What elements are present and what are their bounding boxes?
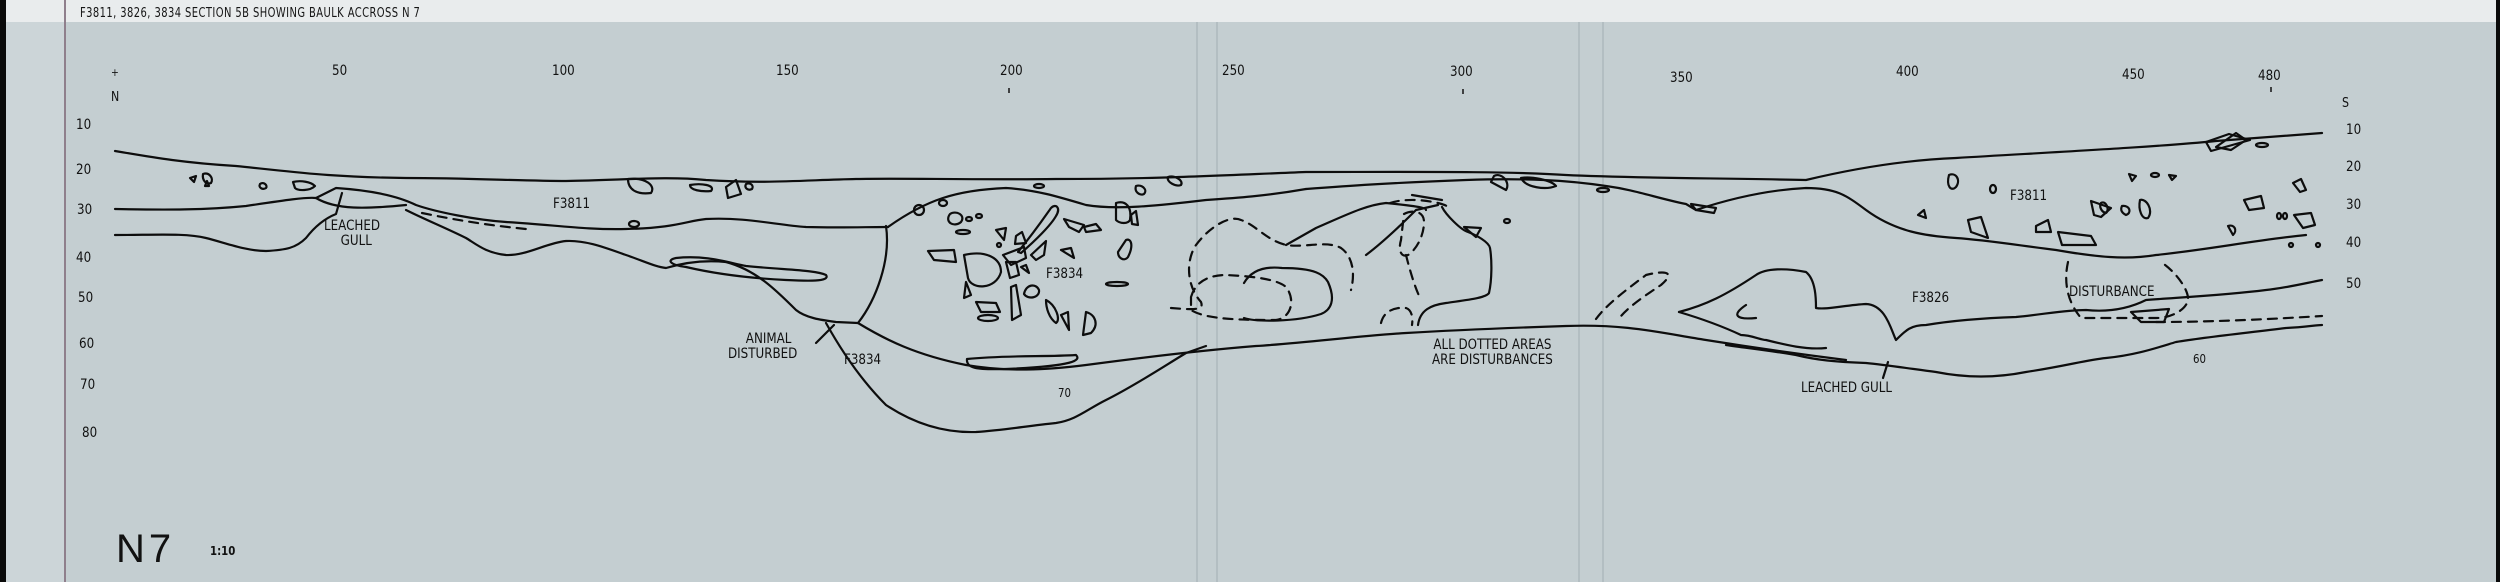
depth-label-right: 20	[2346, 159, 2362, 175]
feature-label-f3811: F3811	[2010, 188, 2048, 204]
depth-label-left: 30	[77, 202, 93, 218]
annotation-dotted-areas-note: ALL DOTTED AREAS ARE DISTURBANCES	[1432, 337, 1553, 368]
f3811-lower-boundary	[1304, 178, 2308, 259]
depth-label-left: 80	[82, 425, 98, 441]
depth-label-right: 10	[2346, 122, 2362, 138]
scale-tick-label: 150	[776, 63, 799, 79]
drawing-title: F3811, 3826, 3834 SECTION 5B SHOWING BAU…	[80, 6, 421, 21]
animal-disturbed-pointer	[814, 323, 836, 345]
feature-label-f3834: F3834	[1046, 266, 1084, 282]
depth-label-left: 50	[78, 290, 94, 306]
disturbance-outline	[2154, 314, 2324, 324]
scale-tick-label: 200	[1000, 63, 1023, 79]
right-lower-boundary	[1724, 323, 2324, 378]
disturbance-outline	[2065, 260, 2190, 320]
feature-label-f3811: F3811	[553, 196, 591, 212]
annotation-disturbance: DISTURBANCE	[2069, 284, 2155, 300]
title-strip	[6, 0, 2496, 22]
scale-ratio: 1:10	[210, 544, 236, 558]
disturbance-outline	[1379, 306, 1414, 327]
stones-f3811-left	[188, 172, 754, 229]
scale-tick-label: 350	[1670, 70, 1693, 86]
annotation-animal-disturbed: ANIMAL DISTURBED	[728, 331, 798, 362]
f3811-dashed-line	[420, 211, 528, 231]
disturbance-outline	[1594, 271, 1670, 322]
f3811-mid-line	[314, 196, 408, 209]
leached-gull-pointer	[1881, 360, 1890, 380]
contour-label: 60	[2193, 352, 2206, 366]
f3826-lower-curve	[1677, 303, 1828, 350]
depth-label-left: 40	[76, 250, 92, 266]
feature-label-f3826: F3826	[1912, 290, 1950, 306]
scale-tick-label: 250	[1222, 63, 1245, 79]
ground-surface-line	[113, 131, 2324, 183]
depth-label-left: 60	[79, 336, 95, 352]
depth-label-right: 30	[2346, 197, 2362, 213]
surface-stone	[2204, 132, 2252, 153]
disturbance-outline	[1189, 273, 1293, 322]
margin-rule	[64, 0, 66, 582]
small-stone	[1689, 202, 1718, 215]
annotation-leached-gull: LEACHED GULL	[324, 218, 381, 249]
scale-ticks	[1008, 87, 2272, 94]
small-stone	[1519, 176, 1558, 189]
scale-tick-label: 450	[2122, 67, 2145, 83]
left-lower-boundary	[113, 191, 728, 270]
disturbance-outline	[1398, 210, 1426, 257]
mid-boundary-line	[1284, 193, 1444, 257]
f3834-lower-boundary	[856, 321, 1848, 371]
f3834-cut-line	[724, 224, 888, 325]
datum-marker: +	[111, 66, 119, 79]
small-stone	[1595, 186, 1611, 194]
south-label: S	[2342, 96, 2350, 111]
f3834-outline	[886, 186, 1308, 229]
small-stone	[1462, 225, 1483, 239]
f3811-base-line	[113, 186, 890, 231]
animal-disturbed-gully	[824, 321, 1208, 434]
fold-line	[1216, 22, 1218, 582]
disturbance-outline	[1169, 217, 1355, 311]
depth-label-left: 10	[76, 117, 92, 133]
depth-label-left: 20	[76, 162, 92, 178]
fold-line	[1196, 22, 1198, 582]
scale-tick-label: 480	[2258, 68, 2281, 84]
contour-label: 70	[1058, 386, 1071, 400]
north-label: N	[111, 90, 120, 105]
depth-label-right: 40	[2346, 235, 2362, 251]
stones-f3811-right	[1916, 131, 2322, 249]
f3826-boundary	[1677, 268, 2324, 342]
left-margin	[6, 22, 64, 582]
section-drawing	[113, 87, 2324, 434]
mid-boundary-line	[1416, 205, 1493, 327]
stone-slab	[965, 353, 1079, 371]
disturbance-outline	[1388, 198, 1450, 213]
disturbance-solid-lobe	[1242, 266, 1334, 322]
stones-f3834	[912, 175, 1183, 337]
disturbance-stone	[2129, 307, 2171, 324]
disturbance-outline	[1404, 253, 1423, 302]
scale-tick-label: 100	[552, 63, 575, 79]
scale-tick-label: 400	[1896, 64, 1919, 80]
depth-label-right: 50	[2346, 276, 2362, 292]
depth-label-left: 70	[80, 377, 96, 393]
annotation-leached-gull: LEACHED GULL	[1801, 380, 1893, 396]
small-stone	[1489, 174, 1509, 192]
scale-tick-label: 300	[1450, 64, 1473, 80]
scale-tick-label: 50	[332, 63, 348, 79]
fold-line	[1602, 22, 1604, 582]
sheet-label: N7	[116, 527, 176, 571]
stone-lens	[669, 256, 828, 282]
drawing-sheet: F3811, 3826, 3834 SECTION 5B SHOWING BAU…	[6, 0, 2496, 582]
feature-label-f3834: F3834	[844, 352, 882, 368]
small-stone	[1502, 217, 1512, 225]
fold-line	[1578, 22, 1580, 582]
